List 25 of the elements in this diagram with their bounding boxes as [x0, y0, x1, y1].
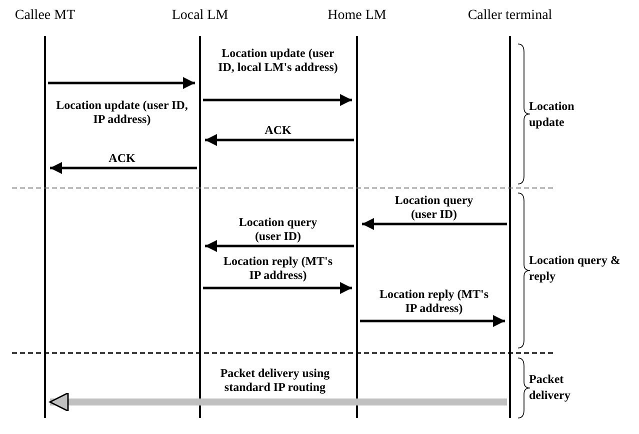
message-arrow — [360, 315, 505, 327]
message-arrow — [205, 134, 354, 146]
phase-label: Packet delivery — [529, 371, 572, 403]
phase-label: Location update — [529, 98, 576, 130]
phase-label: Location query & reply — [529, 252, 622, 284]
edge-label: Location reply (MT's IP address) — [378, 287, 490, 315]
message-arrow — [203, 94, 352, 106]
lifeline-header: Callee MT — [14, 8, 76, 24]
message-arrow — [48, 77, 195, 89]
lifeline-header: Local LM — [170, 8, 230, 24]
edge-label: Location update (user ID, local LM's address) — [217, 46, 339, 74]
edge-label: ACK — [264, 123, 292, 137]
edge-label: Location query (user ID) — [238, 215, 318, 243]
message-arrow — [203, 282, 352, 294]
message-arrow — [50, 162, 197, 174]
edge-label: Location query (user ID) — [394, 193, 474, 221]
lifeline-header: Home LM — [326, 8, 388, 24]
lifeline-header: Caller terminal — [466, 8, 554, 24]
edge-label: Packet delivery using standard IP routing — [219, 366, 331, 394]
message-arrow — [362, 218, 507, 230]
edge-label: Location reply (MT's IP address) — [222, 254, 334, 282]
message-arrow — [205, 240, 354, 252]
edge-label: Location update (user ID, IP address) — [55, 98, 189, 126]
delivery-arrow — [49, 392, 507, 412]
edge-label: ACK — [108, 151, 136, 165]
